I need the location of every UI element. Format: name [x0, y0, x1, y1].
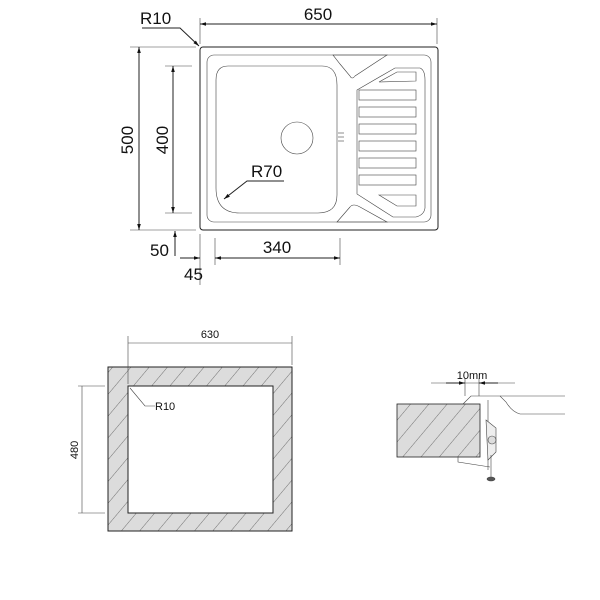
section-view: 10mm — [396, 370, 565, 482]
bowl-radius-label: R70 — [251, 162, 282, 181]
offset-y-label: 50 — [150, 241, 169, 260]
corner-radius-label: R10 — [140, 9, 171, 28]
gap-label: 10mm — [457, 370, 488, 382]
drainboard-edge — [332, 54, 389, 79]
width-label: 650 — [304, 5, 332, 24]
offset-x-label: 45 — [184, 265, 203, 284]
bowl-width-label: 340 — [263, 238, 291, 257]
countertop-section — [396, 403, 481, 458]
cutout-radius-label: R10 — [155, 401, 175, 413]
sink-bowl — [215, 65, 338, 214]
cutout-width-label: 630 — [201, 329, 219, 341]
cutout-view: 630 480 R10 — [69, 329, 293, 532]
sink-flange — [462, 395, 565, 415]
cutout-height-label: 480 — [69, 441, 81, 459]
sink-rim — [206, 54, 432, 223]
countertop-hatch — [107, 366, 293, 532]
overflow-icon — [338, 132, 344, 142]
drainboard-grooves — [358, 71, 417, 207]
height-label: 500 — [118, 126, 137, 154]
drain-hole — [280, 121, 314, 155]
mounting-clip-icon — [485, 400, 497, 482]
sink-outline — [199, 46, 439, 231]
drainboard-edge-bottom — [336, 204, 389, 223]
drainboard-panel — [356, 67, 426, 218]
sink-top-view: 650 R10 500 400 R70 50 340 45 — [118, 5, 439, 285]
bowl-height-label: 400 — [153, 126, 172, 154]
